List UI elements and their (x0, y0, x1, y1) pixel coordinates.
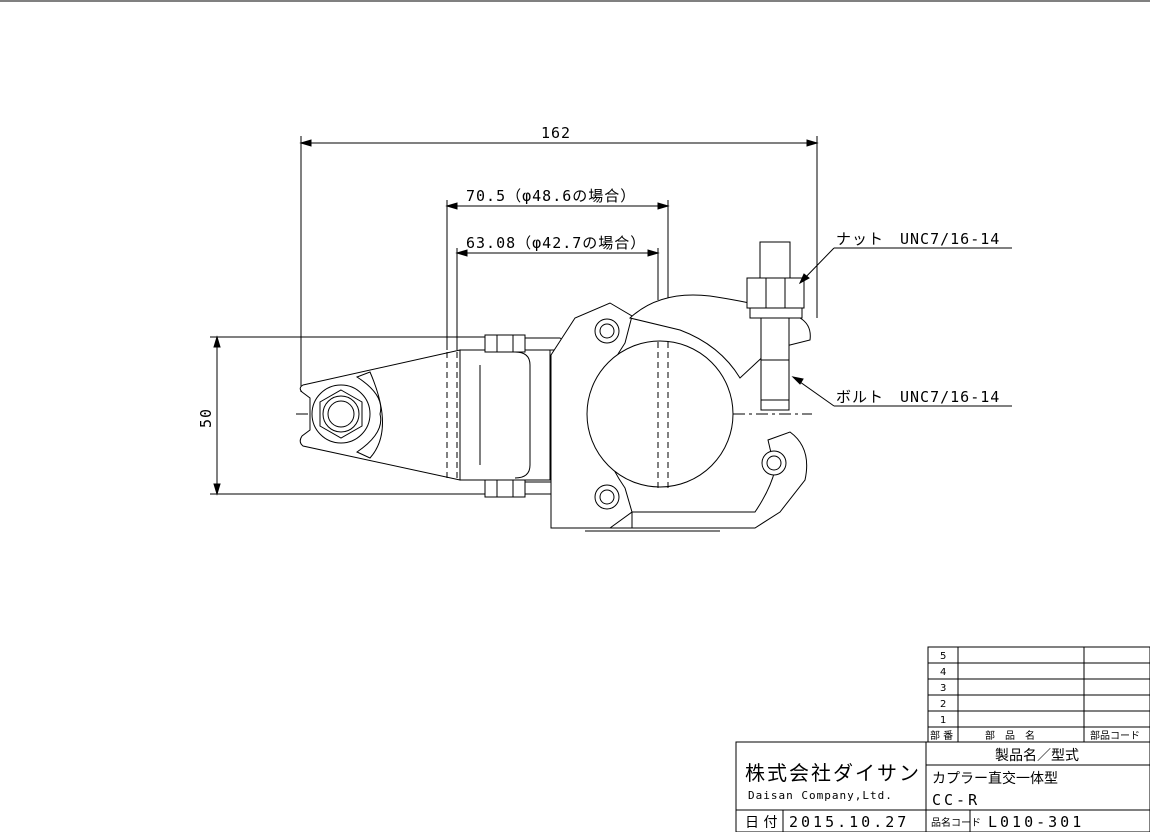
parts-row-number: 5 (940, 651, 946, 662)
nut-callout (798, 247, 1012, 285)
parts-row-number: 1 (940, 715, 946, 726)
code-label: 品名コード (931, 816, 981, 829)
coupler-drawing (296, 241, 812, 532)
model-number: CC-R (932, 791, 980, 809)
parts-header-name: 部 品 名 (985, 729, 1035, 742)
dimension-inner-48 (445, 200, 670, 350)
dimension-overall-length (299, 136, 819, 392)
code-value: L010-301 (988, 813, 1084, 831)
bolt-callout-label: ボルト UNC7/16-14 (836, 388, 1000, 406)
pipe-circle (586, 340, 734, 488)
parts-row-number: 4 (940, 667, 946, 678)
parts-table (927, 646, 1150, 743)
parts-row-number: 2 (940, 699, 946, 710)
product-name: カプラー直交一体型 (932, 770, 1058, 787)
company-name-ja: 株式会社ダイサン (745, 761, 921, 785)
company-name-en: Daisan Company,Ltd. (748, 789, 893, 802)
parts-header-number: 部 番 (930, 729, 953, 742)
dimension-inner-48-label: 70.5（φ48.6の場合） (466, 187, 636, 205)
date-label: 日 付 (745, 815, 777, 831)
dimension-inner-42-label: 63.08（φ42.7の場合） (466, 234, 646, 252)
nut-callout-label: ナット UNC7/16-14 (836, 230, 1000, 248)
date-value: 2015.10.27 (789, 813, 909, 831)
title-block (735, 741, 1150, 832)
dimension-height (210, 335, 485, 496)
parts-row-number: 3 (940, 683, 946, 694)
bolt-callout (791, 376, 1012, 407)
product-header: 製品名／型式 (995, 748, 1079, 764)
dimension-overall-label: 162 (541, 124, 571, 142)
dimension-height-label: 50 (197, 408, 215, 428)
parts-header-code: 部品コード (1090, 729, 1140, 742)
dimension-inner-42 (455, 248, 660, 350)
